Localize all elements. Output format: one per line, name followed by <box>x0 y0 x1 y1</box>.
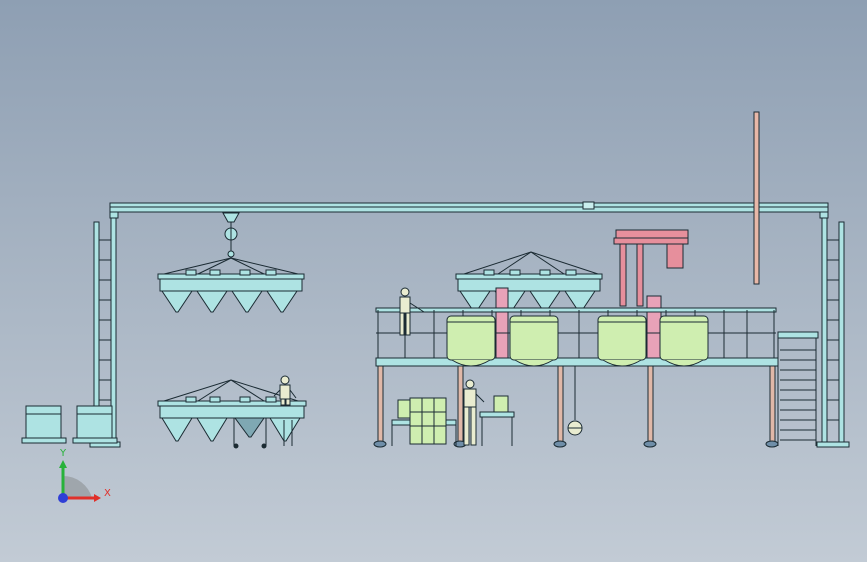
x-axis-label: X <box>104 488 111 499</box>
exhaust-pipe[interactable] <box>753 111 760 285</box>
pendant-scale[interactable] <box>567 366 583 436</box>
drum-rack[interactable] <box>391 397 457 446</box>
overhead-crane-beam[interactable] <box>109 201 829 219</box>
reactor-tank-2[interactable] <box>509 315 559 367</box>
worker-figure-center <box>463 379 485 446</box>
reactor-tank-4[interactable] <box>659 315 709 367</box>
mixing-bench[interactable] <box>479 395 515 446</box>
storage-bin-left[interactable] <box>21 405 67 444</box>
coordinate-triad <box>58 460 101 503</box>
hopper-on-cart-lower[interactable] <box>157 379 307 449</box>
z-axis-origin <box>58 493 68 503</box>
worker-figure-left <box>273 375 297 446</box>
feed-column[interactable] <box>495 287 509 361</box>
reactor-tank-1[interactable] <box>446 315 496 367</box>
y-axis-label: Y <box>59 448 67 459</box>
hoist-trolley[interactable] <box>222 212 240 258</box>
suspended-hopper-right[interactable] <box>455 251 603 313</box>
worker-figure-platform <box>399 287 425 336</box>
access-staircase[interactable] <box>777 331 819 446</box>
right-ladder-tower[interactable] <box>816 213 850 448</box>
suspended-hopper-upper[interactable] <box>157 257 305 313</box>
reactor-tank-3[interactable] <box>597 315 647 367</box>
storage-bin-right[interactable] <box>72 405 118 444</box>
